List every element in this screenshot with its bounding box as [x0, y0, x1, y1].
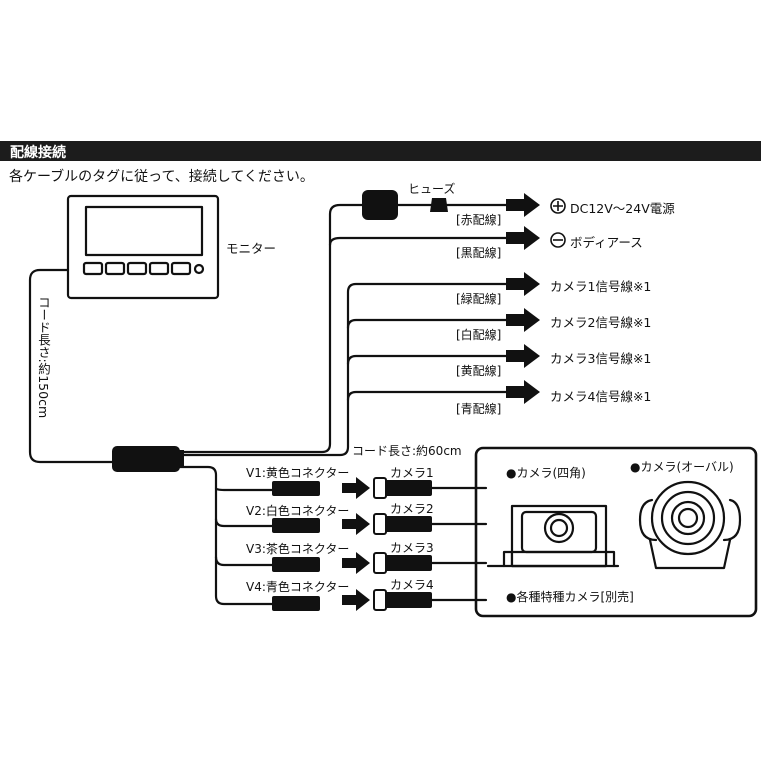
monitor-button — [148, 261, 170, 276]
camera-box — [474, 446, 758, 618]
section-title: 配線接続 — [10, 145, 66, 161]
section-header: 配線接続 — [0, 141, 761, 161]
connector-label: V3:茶色コネクター — [246, 542, 350, 556]
oval-left-bracket — [638, 498, 658, 542]
monitor-button — [82, 261, 104, 276]
arrow-icon — [342, 589, 370, 611]
minus-icon — [550, 232, 566, 248]
blue-wire — [346, 390, 508, 402]
monitor-label: モニター — [226, 241, 277, 256]
square-camera-label: ●カメラ(四角) — [506, 466, 586, 480]
connector-label: V4:青色コネクター — [246, 580, 350, 594]
female-connector — [272, 481, 320, 496]
signal-dest: カメラ2信号線※1 — [550, 315, 652, 330]
monitor-button — [170, 261, 192, 276]
bus-signal — [178, 282, 508, 457]
camera-cable-length: コード長さ:約60cm — [352, 444, 462, 458]
bus-top — [178, 203, 364, 454]
fuse-icon — [430, 198, 448, 212]
male-connector — [384, 592, 432, 608]
signal-wire-tag: [黄配線] — [456, 364, 502, 378]
connector-label: V1:黄色コネクター — [246, 466, 350, 480]
yellow-wire — [346, 354, 508, 366]
arrow-icon — [506, 344, 540, 368]
ground-dest: ボディアース — [570, 235, 643, 250]
camera-label: カメラ2 — [390, 502, 434, 516]
signal-wire-tag: [白配線] — [456, 328, 502, 342]
power-dest: DC12V～24V電源 — [570, 201, 675, 216]
male-connector — [384, 480, 432, 496]
white-wire — [346, 318, 508, 330]
signal-wire-tag: [緑配線] — [456, 292, 502, 306]
fuse-box — [362, 190, 398, 220]
oval-right-bracket — [722, 498, 742, 542]
oval-camera-label: ●カメラ(オーバル) — [630, 460, 734, 474]
bus-camera — [178, 465, 274, 606]
monitor-cable-length: コード長さ:約150cm — [36, 296, 51, 419]
fuse-label: ヒューズ — [408, 182, 456, 196]
female-connector — [272, 518, 320, 533]
red-wire-tag: [赤配線] — [456, 213, 502, 227]
signal-dest: カメラ1信号線※1 — [550, 279, 652, 294]
female-connector — [272, 557, 320, 572]
camera-label: カメラ1 — [390, 466, 434, 480]
optional-cameras-note: ●各種特種カメラ[別売] — [506, 590, 634, 604]
plus-icon — [550, 198, 566, 214]
black-wire — [328, 236, 508, 247]
monitor-button — [104, 261, 126, 276]
signal-dest: カメラ3信号線※1 — [550, 351, 652, 366]
signal-dest: カメラ4信号線※1 — [550, 389, 652, 404]
arrow-icon — [342, 477, 370, 499]
oval-stand — [648, 538, 732, 570]
arrow-icon — [342, 552, 370, 574]
connector-tip — [373, 477, 387, 499]
black-wire-tag: [黒配線] — [456, 246, 502, 260]
connector-label: V2:白色コネクター — [246, 504, 350, 518]
signal-wire-tag: [青配線] — [456, 402, 502, 416]
monitor-button — [126, 261, 148, 276]
camera-label: カメラ3 — [390, 541, 434, 555]
camera-label: カメラ4 — [390, 578, 434, 592]
arrow-icon — [506, 272, 540, 296]
connector-tip — [373, 513, 387, 535]
instruction-text: 各ケーブルのタグに従って、接続してください。 — [9, 169, 314, 185]
monitor-screen — [84, 205, 204, 257]
connector-tip — [373, 589, 387, 611]
male-connector — [384, 555, 432, 571]
arrow-icon — [506, 226, 540, 250]
hub-connector — [112, 446, 180, 472]
arrow-icon — [506, 308, 540, 332]
monitor-led — [193, 263, 205, 275]
monitor-cable — [28, 268, 114, 464]
arrow-icon — [342, 513, 370, 535]
arrow-icon — [506, 193, 540, 217]
female-connector — [272, 596, 320, 611]
male-connector — [384, 516, 432, 532]
arrow-icon — [506, 380, 540, 404]
connector-tip — [373, 552, 387, 574]
